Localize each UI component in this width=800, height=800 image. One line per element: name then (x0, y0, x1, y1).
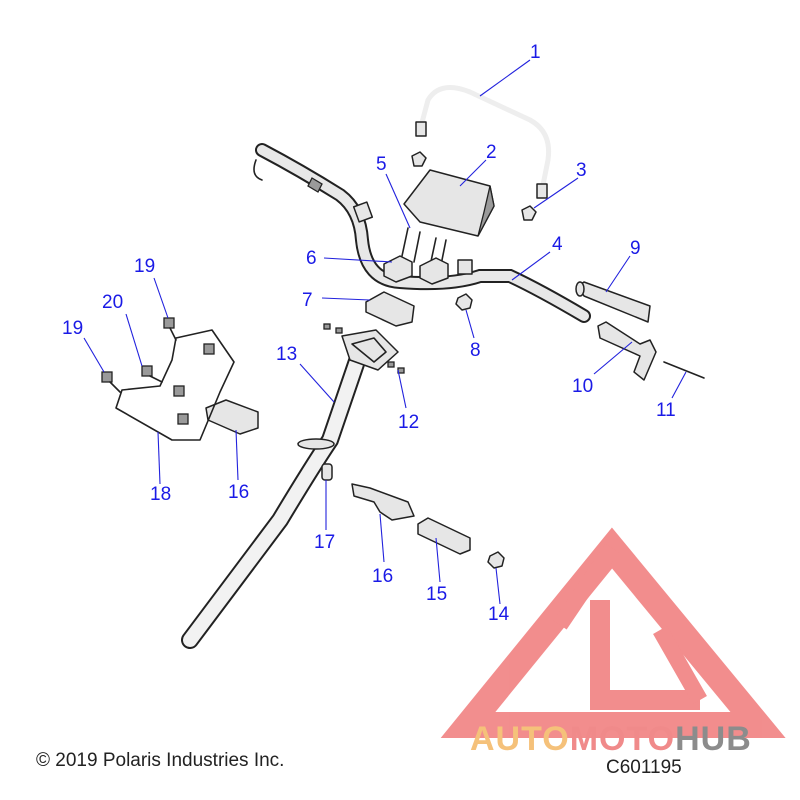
part-10-throttle (597, 321, 657, 381)
part-6-clamp (383, 255, 449, 285)
part-12-screws (323, 323, 405, 374)
callout-20: 20 (102, 292, 123, 313)
watermark-logo (440, 527, 786, 738)
callout-labels: 1 2 3 4 5 6 7 8 9 10 11 12 13 14 15 16 1… (62, 42, 676, 625)
watermark-word-auto: AUTO (470, 720, 570, 758)
part-16-bracket-lower (351, 483, 415, 521)
callout-12: 12 (398, 412, 419, 433)
callout-16a: 16 (228, 482, 249, 503)
copyright-text: © 2019 Polaris Industries Inc. (36, 750, 285, 771)
callout-8: 8 (470, 340, 481, 361)
callout-2: 2 (486, 142, 497, 163)
callout-9: 9 (630, 238, 641, 259)
diagram-code: C601195 (606, 757, 682, 778)
callout-4: 4 (552, 234, 563, 255)
callout-18: 18 (150, 484, 171, 505)
part-18-mount-plate (115, 329, 235, 441)
callout-11: 11 (656, 400, 676, 421)
callout-13: 13 (276, 344, 297, 365)
callout-5: 5 (376, 154, 387, 175)
callout-16b: 16 (372, 566, 393, 587)
part-7-lower-clamp (365, 291, 415, 327)
callout-leaders (83, 59, 687, 605)
part-2-cover (403, 169, 495, 237)
part-8-nut (455, 293, 473, 311)
callout-1: 1 (530, 42, 541, 63)
watermark-text: AUTOMOTOHUB (470, 720, 752, 758)
callout-19b: 19 (62, 318, 83, 339)
part-4-handlebar (253, 143, 591, 323)
part-3-nut (411, 151, 537, 221)
watermark-word-moto: MOTO (570, 720, 675, 758)
callout-10: 10 (572, 376, 593, 397)
part-15-plate (417, 517, 471, 555)
part-9-grip (575, 281, 651, 323)
part-17-bushing (321, 463, 333, 481)
callout-15: 15 (426, 584, 447, 605)
callout-14: 14 (488, 604, 510, 625)
callout-17: 17 (314, 532, 335, 553)
callout-7: 7 (302, 290, 313, 311)
part-13-steering-post (181, 329, 399, 649)
callout-6: 6 (306, 248, 317, 269)
part-11-pin (663, 361, 705, 379)
watermark-word-hub: HUB (675, 720, 752, 758)
part-1-grab-handle (415, 85, 552, 199)
part-14-nut (487, 551, 505, 569)
callout-3: 3 (576, 160, 587, 181)
callout-19a: 19 (134, 256, 155, 277)
part-19-20-bolts (101, 317, 215, 425)
